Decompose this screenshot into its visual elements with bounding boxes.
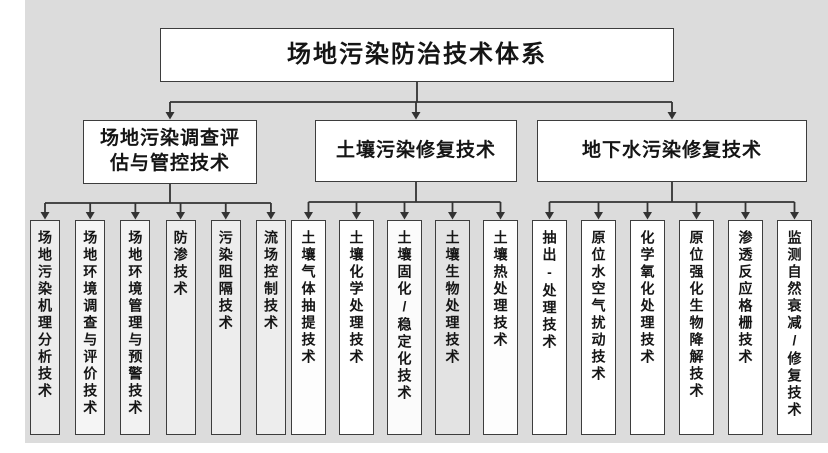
root-box: 场地污染防治技术体系 — [160, 28, 674, 82]
leaf-label: 场地环境管理与预警技术 — [127, 230, 144, 417]
leaf-box: 抽出-处理技术 — [532, 220, 567, 435]
leaf-label: 监测自然衰减/修复技术 — [786, 230, 803, 419]
leaf-label: 污染阻隔技术 — [217, 230, 234, 332]
leaf-box: 监测自然衰减/修复技术 — [777, 220, 812, 435]
leaf-label: 土壤生物处理技术 — [444, 230, 461, 366]
leaf-box: 土壤气体抽提技术 — [291, 220, 326, 435]
leaf-box: 场地环境管理与预警技术 — [120, 220, 151, 435]
leaf-box: 土壤化学处理技术 — [339, 220, 374, 435]
leaf-label: 土壤热处理技术 — [492, 230, 509, 349]
leaf-label: 原位强化生物降解技术 — [688, 230, 705, 400]
leaf-box: 场地环境调查与评价技术 — [75, 220, 106, 435]
branch-box-soil-remediation: 土壤污染修复技术 — [315, 120, 517, 182]
leaf-box: 化学氧化处理技术 — [630, 220, 665, 435]
leaf-label: 原位水空气扰动技术 — [590, 230, 607, 383]
leaf-row-soil: 土壤气体抽提技术 土壤化学处理技术 土壤固化/稳定化技术 土壤生物处理技术 土壤… — [291, 220, 518, 435]
branch-box-groundwater-remediation: 地下水污染修复技术 — [537, 120, 807, 182]
leaf-row-groundwater: 抽出-处理技术 原位水空气扰动技术 化学氧化处理技术 原位强化生物降解技术 渗透… — [532, 220, 812, 435]
leaf-box: 污染阻隔技术 — [210, 220, 241, 435]
leaf-label: 土壤化学处理技术 — [348, 230, 365, 366]
leaf-box: 流场控制技术 — [255, 220, 286, 435]
leaf-label: 土壤气体抽提技术 — [300, 230, 317, 366]
leaf-label: 场地污染机理分析技术 — [37, 230, 53, 400]
leaf-label: 化学氧化处理技术 — [639, 230, 656, 366]
leaf-label: 渗透反应格栅技术 — [737, 230, 754, 366]
leaf-box: 原位水空气扰动技术 — [581, 220, 616, 435]
leaf-label: 防渗技术 — [172, 230, 189, 298]
leaf-box: 防渗技术 — [165, 220, 196, 435]
leaf-box: 渗透反应格栅技术 — [728, 220, 763, 435]
leaf-box: 原位强化生物降解技术 — [679, 220, 714, 435]
leaf-label: 场地环境调查与评价技术 — [82, 230, 99, 417]
leaf-label: 流场控制技术 — [262, 230, 279, 332]
leaf-label: 土壤固化/稳定化技术 — [396, 230, 413, 402]
leaf-row-survey: 场地污染机理分析技术 场地环境调查与评价技术 场地环境管理与预警技术 防渗技术 … — [30, 220, 286, 435]
leaf-box: 场地污染机理分析技术 — [30, 220, 60, 435]
leaf-box: 土壤固化/稳定化技术 — [387, 220, 422, 435]
branch-box-survey-assessment-control: 场地污染调查评估与管控技术 — [83, 120, 257, 184]
leaf-box: 土壤热处理技术 — [483, 220, 518, 435]
leaf-label: 抽出-处理技术 — [541, 230, 558, 351]
leaf-box: 土壤生物处理技术 — [435, 220, 470, 435]
